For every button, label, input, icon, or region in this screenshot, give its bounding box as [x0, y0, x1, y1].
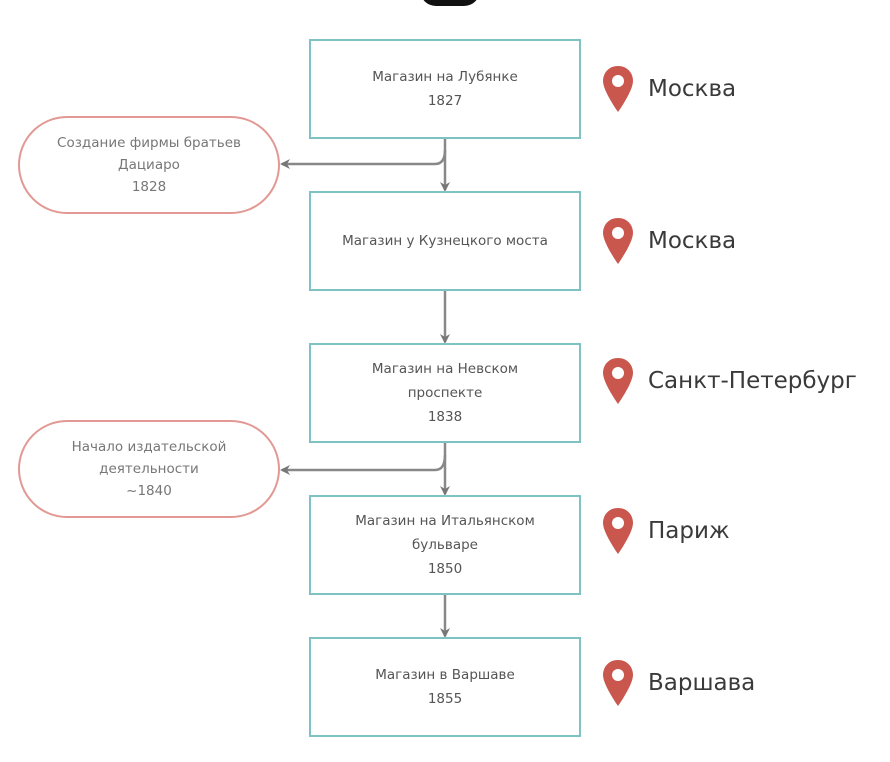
- store-node-lubyanka: Магазин на Лубянке 1827: [309, 39, 581, 139]
- city-name: Санкт-Петербург: [648, 368, 857, 394]
- map-pin-icon: [603, 358, 633, 404]
- event-node-firm-founding: Создание фирмы братьев Дациаро 1828: [18, 116, 280, 214]
- event-node-publishing-start: Начало издательской деятельности ~1840: [18, 420, 280, 518]
- store-node-nevsky: Магазин на Невском проспекте 1838: [309, 343, 581, 443]
- store-node-warsaw: Магазин в Варшаве 1855: [309, 637, 581, 737]
- store-node-kuznetsky: Магазин у Кузнецкого моста: [309, 191, 581, 291]
- branch-arrow-1840: [280, 454, 447, 475]
- event-title: Создание фирмы братьев Дациаро: [57, 135, 241, 173]
- location-label: Москва: [602, 218, 736, 264]
- store-year: 1855: [427, 691, 463, 707]
- map-pin-icon: [603, 508, 633, 554]
- location-label: Париж: [602, 508, 730, 554]
- store-node-italian-boulevard: Магазин на Итальянском бульваре 1850: [309, 495, 581, 595]
- map-pin-icon: [603, 660, 633, 706]
- location-label: Санкт-Петербург: [602, 358, 857, 404]
- location-label: Варшава: [602, 660, 755, 706]
- store-title: Магазин на Лубянке: [372, 69, 518, 85]
- store-title: Магазин на Итальянском бульваре: [355, 513, 535, 553]
- store-title: Магазин в Варшаве: [375, 667, 515, 683]
- location-label: Москва: [602, 66, 736, 112]
- store-title: Магазин у Кузнецкого моста: [342, 233, 548, 249]
- city-name: Москва: [648, 228, 737, 254]
- event-year: 1828: [131, 179, 167, 195]
- store-year: 1850: [427, 561, 463, 577]
- city-name: Париж: [648, 518, 730, 544]
- map-pin-icon: [603, 66, 633, 112]
- city-name: Москва: [648, 76, 737, 102]
- store-year: 1827: [427, 93, 463, 109]
- store-title: Магазин на Невском проспекте: [371, 361, 519, 401]
- map-pin-icon: [603, 218, 633, 264]
- cropped-top-shape: [420, 0, 480, 6]
- event-year: ~1840: [126, 483, 172, 499]
- event-title: Начало издательской деятельности: [71, 439, 227, 477]
- city-name: Варшава: [648, 670, 756, 696]
- branch-arrow-1828: [280, 149, 447, 169]
- store-year: 1838: [427, 409, 463, 425]
